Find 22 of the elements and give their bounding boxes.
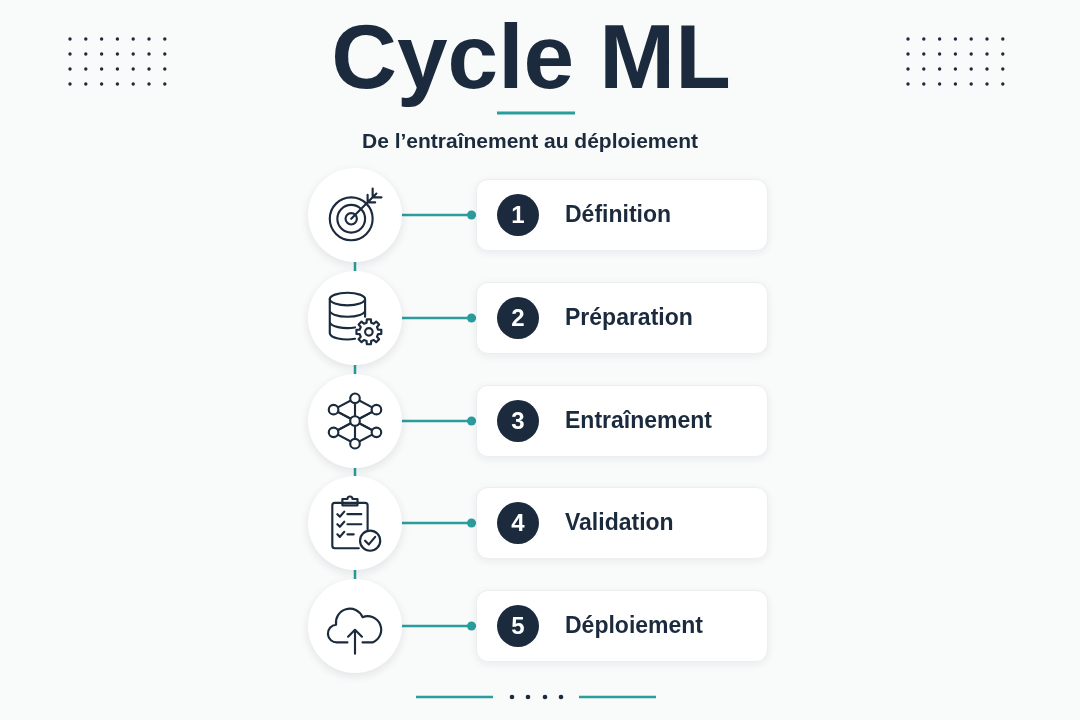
step-label: Validation	[565, 509, 674, 537]
step-card	[476, 590, 768, 662]
title: Cycle ML	[331, 5, 731, 109]
connector-line	[402, 313, 476, 323]
connector-line	[402, 518, 476, 528]
step-card	[476, 385, 768, 457]
number-badge: 3	[497, 400, 539, 442]
subtitle: De l’entraînement au déploiement	[361, 128, 699, 154]
connector-line	[402, 210, 476, 220]
number-badge: 5	[497, 605, 539, 647]
step-card	[476, 282, 768, 354]
step-label: Déploiement	[565, 612, 704, 640]
step-label: Définition	[565, 201, 672, 229]
step-card	[476, 487, 768, 559]
number-badge: 2	[497, 297, 539, 339]
step-card	[476, 179, 768, 251]
step-label: Préparation	[565, 304, 693, 332]
step-label: Entraînement	[565, 407, 712, 435]
connector-line	[402, 621, 476, 631]
number-badge: 1	[497, 194, 539, 236]
connector-line	[402, 416, 476, 426]
number-badge: 4	[497, 502, 539, 544]
